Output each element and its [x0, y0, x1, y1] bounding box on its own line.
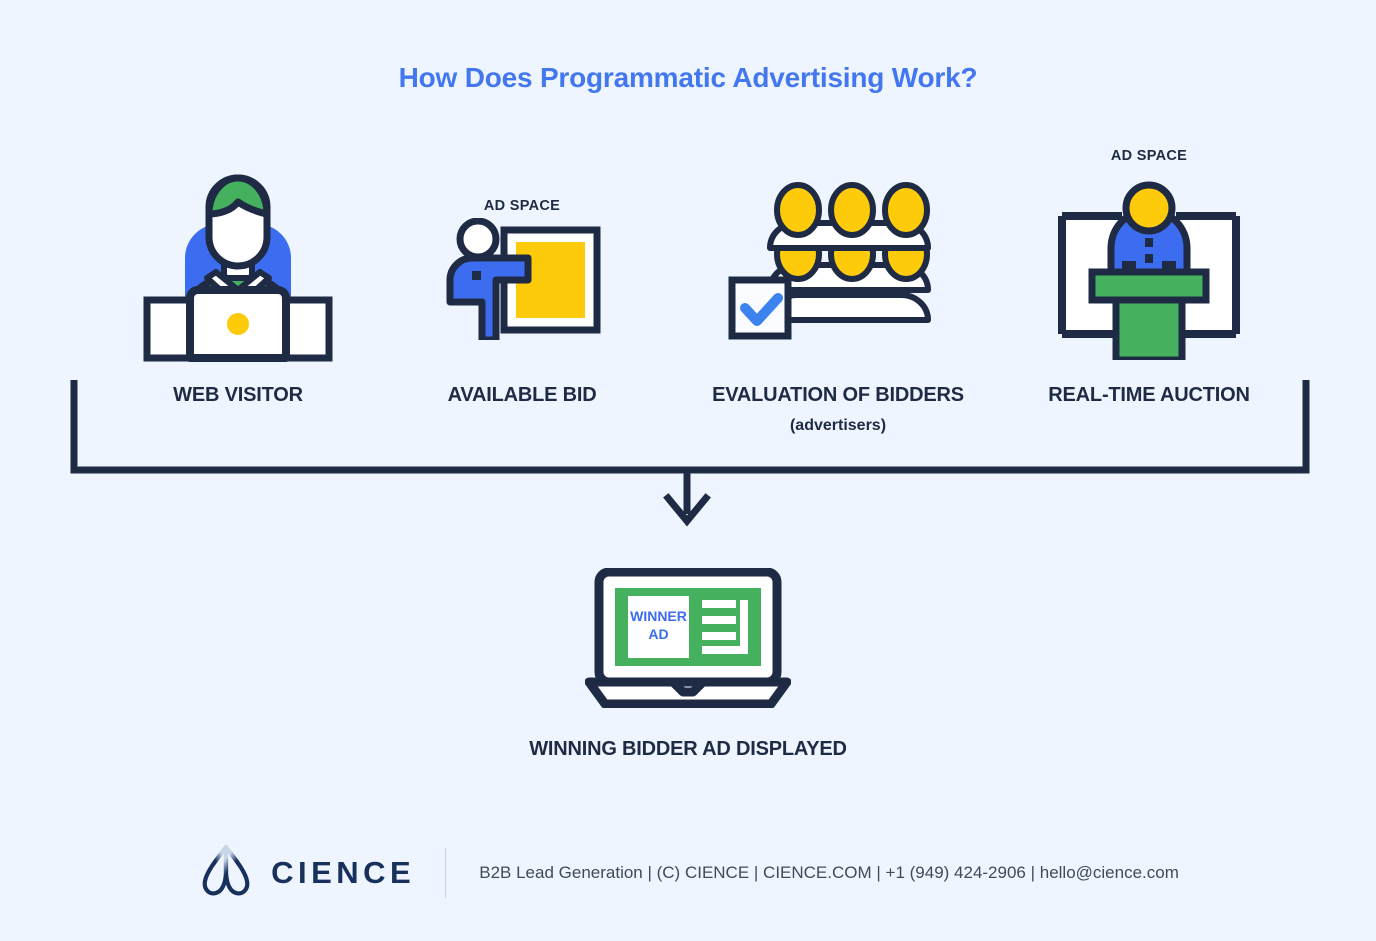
winner-badge-line2: AD — [648, 626, 668, 642]
adspace-caption-available-bid: AD SPACE — [483, 198, 561, 214]
result-label: WINNING BIDDER AD DISPLAYED — [529, 738, 847, 760]
footer-contact-line: B2B Lead Generation | (C) CIENCE | CIENC… — [479, 863, 1179, 882]
step-evaluation-of-bidders — [688, 140, 988, 400]
person-at-laptop-icon — [88, 166, 388, 366]
adspace-caption-auction: AD SPACE — [1110, 148, 1188, 164]
step-label-available-bid: AVAILABLE BID — [390, 384, 654, 407]
step-web-visitor — [88, 140, 388, 400]
step-label-text: REAL-TIME AUCTION — [1048, 384, 1250, 406]
step-available-bid: AD SPACE — [390, 140, 654, 400]
step-label-text: WEB VISITOR — [173, 384, 303, 406]
step-label-text: AVAILABLE BID — [447, 384, 597, 406]
cience-logo-icon — [197, 843, 255, 904]
crowd-with-checkmark-icon — [688, 182, 988, 342]
step-label-evaluation-of-bidders: EVALUATION OF BIDDERS (advertisers) — [688, 384, 988, 435]
person-with-ad-placeholder-icon — [390, 218, 654, 340]
footer: CIENCE B2B Lead Generation | (C) CIENCE … — [0, 838, 1376, 908]
footer-divider — [445, 848, 447, 898]
step-label-real-time-auction: REAL-TIME AUCTION — [1020, 384, 1278, 407]
page-title: How Does Programmatic Advertising Work? — [398, 62, 978, 93]
step-label-web-visitor: WEB VISITOR — [88, 384, 388, 407]
flow-bracket-connector — [60, 374, 1320, 534]
step-labels-row: WEB VISITOR AVAILABLE BID EVALUATION OF … — [0, 384, 1376, 454]
step-label-text: EVALUATION OF BIDDERS — [712, 384, 964, 406]
steps-icon-row: AD SPACE — [0, 140, 1376, 400]
brand-logo: CIENCE — [197, 843, 415, 904]
winner-badge-line1: WINNER — [630, 608, 687, 624]
step-real-time-auction: AD SPACE — [1020, 140, 1278, 400]
auctioneer-podium-icon — [1020, 168, 1278, 360]
brand-name: CIENCE — [271, 855, 416, 890]
step-sublabel-text: (advertisers) — [789, 417, 887, 434]
laptop-icon: WINNER AD — [0, 568, 1376, 708]
